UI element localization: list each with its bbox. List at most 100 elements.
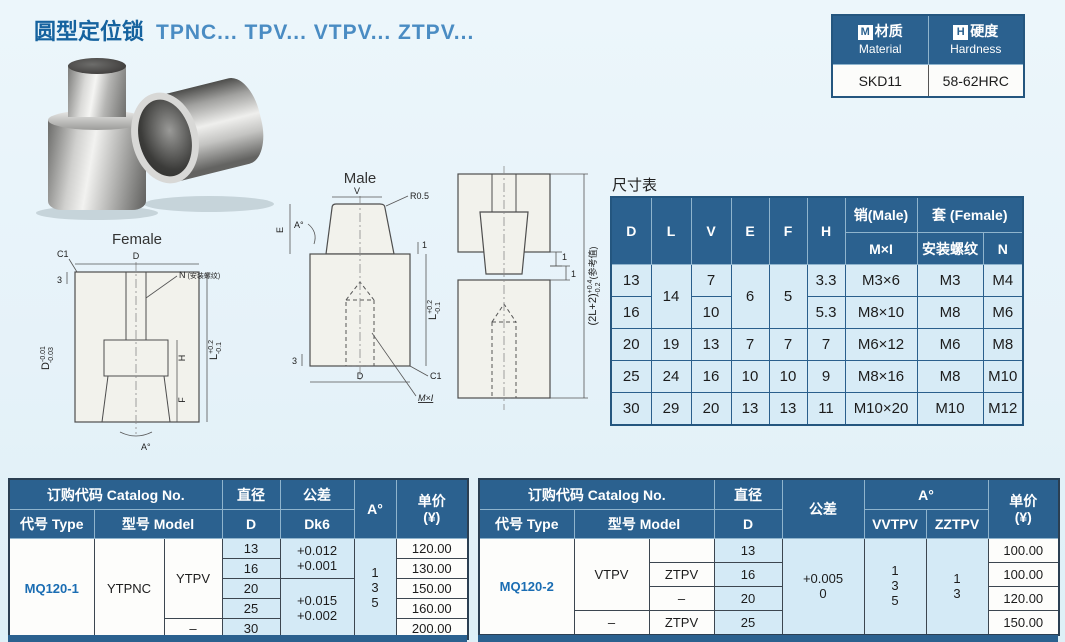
tolerance-header: 公差 <box>279 478 355 510</box>
cell-n: M12 <box>982 392 1024 426</box>
dim-label-1b: 1 <box>571 269 576 279</box>
catalog-no-header: 订购代码 Catalog No. <box>8 478 223 510</box>
col-header-female: 套 (Female) <box>916 196 1024 233</box>
table-row: 20 19 13 7 7 7 M6×12 M6 M8 <box>610 328 1024 361</box>
dim-label-v: V <box>354 186 360 196</box>
cell-h: 11 <box>806 392 846 426</box>
female-drawing: Female D C1 3 D-0.01-0.03 N(安装螺纹) H F L+… <box>40 231 223 452</box>
dim-label-d: D <box>133 251 140 261</box>
table-row: MQ120-1 YTPNC YTPV 13 +0.012 +0.001 1 3 … <box>8 538 469 640</box>
order-table-mq120-2: 订购代码 Catalog No. 直径 公差 A° 单价 (¥) 代号 Type… <box>478 478 1061 636</box>
cell-h: 9 <box>806 360 846 393</box>
zztpv-header: ZZTPV <box>925 509 989 539</box>
dim-label-c1: C1 <box>430 371 442 381</box>
male-drawing-title: Male <box>344 170 377 187</box>
cell-d: 13 <box>221 538 281 559</box>
col-header-e: E <box>730 196 770 265</box>
dim-label-e: E <box>275 227 285 233</box>
tolerance-values: +0.005 0 <box>781 538 865 636</box>
cell-d: 25 <box>713 610 783 636</box>
cell-d: 13 <box>610 264 652 297</box>
cell-f: 7 <box>768 328 808 361</box>
model-dash: – <box>648 586 715 611</box>
col-header-n: N <box>982 232 1024 265</box>
cell-e: 10 <box>730 360 770 393</box>
type-value: MQ120-2 <box>478 538 575 636</box>
cell-mxi: M8×10 <box>844 296 918 329</box>
d-header: D <box>221 509 281 539</box>
dim-label-3: 3 <box>292 356 297 366</box>
dim-label-d-tol: D-0.01-0.03 <box>40 346 55 370</box>
material-header-en: Material <box>858 42 902 56</box>
model-ztpv: ZTPV <box>648 610 715 636</box>
cell-price: 150.00 <box>987 610 1060 636</box>
tolerance-header: 公差 <box>781 478 865 539</box>
table-row: 25 160.00 <box>9 598 469 619</box>
dim-label-h: H <box>177 355 187 362</box>
cell-thread: M3 <box>916 264 984 297</box>
dim-label-mxi: M×I <box>418 393 434 403</box>
title-model-codes: TPNC... TPV... VTPV... ZTPV... <box>156 21 475 44</box>
cell-v: 13 <box>690 328 732 361</box>
cell-f: 10 <box>768 360 808 393</box>
cell-price: 160.00 <box>395 598 469 619</box>
type-value: MQ120-1 <box>8 538 95 640</box>
model-vtpv: VTPV <box>573 538 650 611</box>
table-row: – 30 200.00 <box>9 618 469 640</box>
cell-n: M6 <box>982 296 1024 329</box>
col-header-mxi: M×I <box>844 232 918 265</box>
angle-zztpv-values: 1 3 <box>925 538 989 636</box>
price-header: 单价 (¥) <box>987 478 1060 539</box>
model-header: 型号 Model <box>93 509 223 539</box>
cell-price: 100.00 <box>987 538 1060 563</box>
cell-thread: M8 <box>916 360 984 393</box>
cell-v: 7 <box>690 264 732 297</box>
col-header-thread: 安装螺纹 <box>916 232 984 265</box>
cell-mxi: M6×12 <box>844 328 918 361</box>
table-row: 25 24 16 10 10 9 M8×16 M8 M10 <box>610 360 1024 393</box>
male-part-body <box>48 120 146 210</box>
order-table-mq120-1: 订购代码 Catalog No. 直径 公差 A° 单价 (¥) 代号 Type… <box>8 478 470 640</box>
hardness-h-icon: H <box>953 24 969 40</box>
cell-h: 7 <box>806 328 846 361</box>
model-ytpnc: YTPNC <box>93 538 165 640</box>
photo-shadow <box>144 196 274 212</box>
cell-e: 6 <box>730 264 770 329</box>
type-header: 代号 Type <box>478 509 575 539</box>
model-dash: – <box>163 618 223 640</box>
material-m-icon: M <box>857 24 873 40</box>
cell-d: 16 <box>221 558 281 579</box>
cell-l: 19 <box>650 328 692 361</box>
hardness-value: 58-62HRC <box>927 64 1025 98</box>
cell-d: 20 <box>610 328 652 361</box>
table-row: 13 14 7 6 5 3.3 M3×6 M3 M4 <box>610 264 1024 329</box>
cell-v: 16 <box>690 360 732 393</box>
cell-l: 29 <box>650 392 692 426</box>
angle-header: A° <box>863 478 989 510</box>
cell-price: 120.00 <box>395 538 469 559</box>
cell-d: 20 <box>713 586 783 611</box>
dim-label-r: R0.5 <box>410 191 429 201</box>
dim-label-3: 3 <box>57 275 62 285</box>
dim-label-c1: C1 <box>57 249 69 259</box>
cell-d: 16 <box>610 296 652 329</box>
tolerance-group-1: +0.012 +0.001 <box>279 538 355 579</box>
dim-label-1a: 1 <box>562 252 567 262</box>
model-header: 型号 Model <box>573 509 715 539</box>
model-ytpv: YTPV <box>163 538 223 619</box>
type-header: 代号 Type <box>8 509 95 539</box>
catalog-no-header: 订购代码 Catalog No. <box>478 478 715 510</box>
cell-price: 100.00 <box>987 562 1060 587</box>
dim-label-n: N(安装螺纹) <box>179 270 220 280</box>
cell-v: 20 <box>690 392 732 426</box>
cell-price: 120.00 <box>987 586 1060 611</box>
col-header-f: F <box>768 196 808 265</box>
material-value: SKD11 <box>831 64 929 98</box>
hardness-header-en: Hardness <box>950 42 1002 56</box>
cell-v: 10 <box>690 296 732 329</box>
table-row: MQ120-2 VTPV 13 +0.005 0 1 3 5 1 3 100.0… <box>478 538 1060 636</box>
